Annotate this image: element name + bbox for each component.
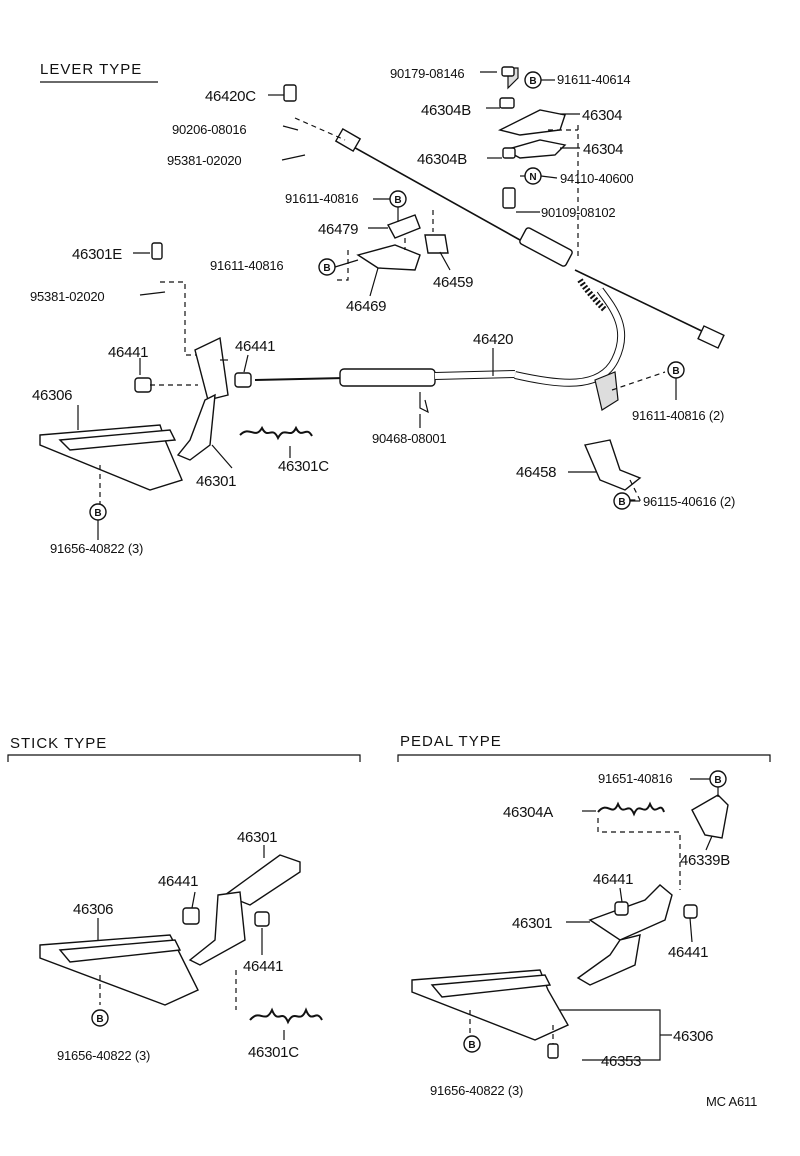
label-46420c: 46420C (205, 88, 256, 105)
stick-bushing-right (254, 911, 270, 927)
b-marker-96115-40616: B (613, 492, 631, 510)
lever-type-section: LEVER TYPE (30, 61, 735, 556)
stick-type-bracket-line (7, 754, 361, 762)
svg-text:B: B (672, 366, 679, 377)
bolt-46420c (283, 84, 297, 102)
pedal-bushing-right (683, 904, 698, 919)
pedal-label-46441-right: 46441 (668, 944, 708, 961)
label-90179-08146: 90179-08146 (390, 66, 464, 81)
label-46301: 46301 (196, 473, 236, 490)
label-91656-40822-lever: 91656-40822 (3) (50, 541, 143, 556)
pedal-bushing-left (614, 901, 629, 916)
lever-type-title: LEVER TYPE (40, 61, 142, 78)
label-91611-40816-b: 91611-40816 (210, 258, 283, 273)
label-91611-40816-a: 91611-40816 (285, 191, 358, 206)
bracket-46458 (584, 439, 642, 491)
base-46306 (39, 424, 183, 505)
label-46301e: 46301E (72, 246, 122, 263)
b-marker-91611-40816-c: B (667, 361, 685, 379)
pedal-b-marker-91656: B (463, 1035, 481, 1053)
label-95381-02020-upper: 95381-02020 (167, 153, 241, 168)
label-96115-40616-2: 96115-40616 (2) (643, 494, 735, 509)
b-marker-91611-40614: B (524, 71, 542, 89)
label-46441-right: 46441 (235, 338, 275, 355)
pedal-lever-46301 (588, 884, 673, 941)
stick-label-46306: 46306 (73, 901, 113, 918)
front-cable (334, 127, 725, 349)
pedal-type-title: PEDAL TYPE (400, 733, 502, 750)
leader-46420c (294, 117, 346, 141)
label-46458: 46458 (516, 464, 556, 481)
svg-text:B: B (96, 1014, 103, 1025)
b-marker-91611-40816-b: B (318, 258, 336, 276)
label-90468-08001: 90468-08001 (372, 431, 446, 446)
label-90206-08016: 90206-08016 (172, 122, 246, 137)
label-95381-02020-lower: 95381-02020 (30, 289, 104, 304)
svg-text:B: B (94, 508, 101, 519)
brackets-46479-46469-46459 (335, 210, 449, 281)
stick-label-46301: 46301 (237, 829, 277, 846)
label-46304-lower: 46304 (583, 141, 623, 158)
svg-text:B: B (394, 195, 401, 206)
svg-text:B: B (323, 263, 330, 274)
label-46441-left: 46441 (108, 344, 148, 361)
stick-label-91656-40822: 91656-40822 (3) (57, 1048, 150, 1063)
label-46420: 46420 (473, 331, 513, 348)
stick-type-section: STICK TYPE 46301 46441 46306 46441 B 916… (7, 735, 361, 1063)
stick-type-title: STICK TYPE (10, 735, 107, 752)
label-46304b-upper: 46304B (421, 102, 471, 119)
clip-90468 (419, 392, 429, 414)
label-46469: 46469 (346, 298, 386, 315)
pedal-label-46301: 46301 (512, 915, 552, 932)
label-90109-08102: 90109-08102 (541, 205, 615, 220)
pedal-label-46339b: 46339B (680, 852, 730, 869)
label-46459: 46459 (433, 274, 473, 291)
pedal-label-46306: 46306 (673, 1028, 713, 1045)
svg-text:B: B (529, 76, 536, 87)
pedal-type-bracket-line (397, 754, 771, 762)
label-91611-40614: 91611-40614 (557, 72, 630, 87)
stick-bushing-left (182, 907, 200, 925)
pedal-bolt-46353 (547, 1043, 559, 1059)
label-94110-40600: 94110-40600 (560, 171, 633, 186)
pedal-b-marker-91651: B (709, 770, 727, 788)
pedal-label-46353: 46353 (601, 1053, 641, 1070)
pedal-bracket-46339b (691, 794, 729, 839)
label-46306: 46306 (32, 387, 72, 404)
pin-90206 (282, 125, 299, 131)
pin-95381-b (139, 291, 166, 296)
label-46479: 46479 (318, 221, 358, 238)
svg-text:B: B (468, 1040, 475, 1051)
pedal-label-46304a: 46304A (503, 804, 553, 821)
stick-label-46441-right: 46441 (243, 958, 283, 975)
b-marker-91611-40816-a: B (389, 190, 407, 208)
pedal-label-91651-40816: 91651-40816 (598, 771, 672, 786)
n-marker-94110-40600: N (524, 167, 542, 185)
stick-b-marker-91656: B (91, 1009, 109, 1027)
diagram-code: MC A611 (706, 1094, 757, 1109)
bracket-46304-stack (497, 66, 579, 260)
label-46304-upper: 46304 (582, 107, 622, 124)
svg-text:B: B (714, 775, 721, 786)
rear-cable-46420 (254, 278, 626, 411)
svg-text:N: N (529, 172, 536, 183)
pedal-spring-46304a (597, 801, 665, 817)
stick-lever (223, 854, 301, 906)
pedal-label-91656-40822: 91656-40822 (3) (430, 1083, 523, 1098)
lever-46301 (134, 242, 252, 461)
leader-91611-2 (611, 371, 666, 391)
pedal-type-section: PEDAL TYPE 91651-40816 B 46304A (397, 733, 771, 1098)
label-91611-40816-2: 91611-40816 (2) (632, 408, 724, 423)
stick-label-46441-left: 46441 (158, 873, 198, 890)
b-marker-91656-40822: B (89, 503, 107, 521)
label-46301c: 46301C (278, 458, 329, 475)
spring-46301c (239, 425, 313, 441)
stick-spring-46301c (249, 1007, 323, 1025)
pedal-label-46441-left: 46441 (593, 871, 633, 888)
svg-text:B: B (618, 497, 625, 508)
stick-label-46301c: 46301C (248, 1044, 299, 1061)
pin-95381 (281, 154, 306, 161)
label-46304b-lower: 46304B (417, 151, 467, 168)
